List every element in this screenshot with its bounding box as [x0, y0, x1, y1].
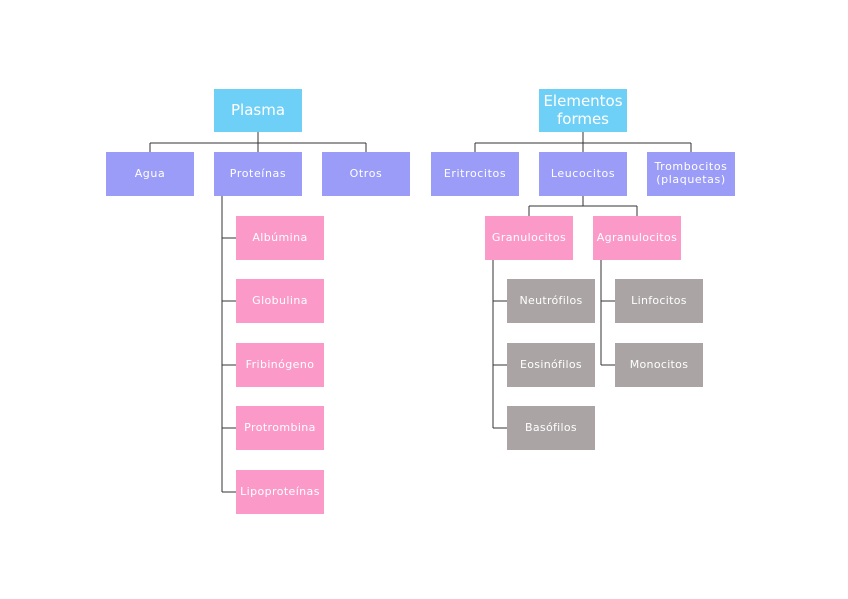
node-granulocitos: Granulocitos [485, 216, 573, 260]
node-eosinofilos: Eosinófilos [507, 343, 595, 387]
node-agranulocitos: Agranulocitos [593, 216, 681, 260]
node-albumina: Albúmina [236, 216, 324, 260]
node-linfocitos: Linfocitos [615, 279, 703, 323]
node-leucocitos: Leucocitos [539, 152, 627, 196]
node-monocitos: Monocitos [615, 343, 703, 387]
node-neutrofilos: Neutrófilos [507, 279, 595, 323]
node-elementos-formes: Elementos formes [539, 89, 627, 132]
node-protrombina: Protrombina [236, 406, 324, 450]
node-trombocitos: Trombocitos (plaquetas) [647, 152, 735, 196]
node-eritrocitos: Eritrocitos [431, 152, 519, 196]
node-proteinas: Proteínas [214, 152, 302, 196]
node-basofilos: Basófilos [507, 406, 595, 450]
node-agua: Agua [106, 152, 194, 196]
node-fribinogeno: Fribinógeno [236, 343, 324, 387]
node-otros: Otros [322, 152, 410, 196]
node-globulina: Globulina [236, 279, 324, 323]
node-lipoproteinas: Lipoproteínas [236, 470, 324, 514]
node-plasma: Plasma [214, 89, 302, 132]
